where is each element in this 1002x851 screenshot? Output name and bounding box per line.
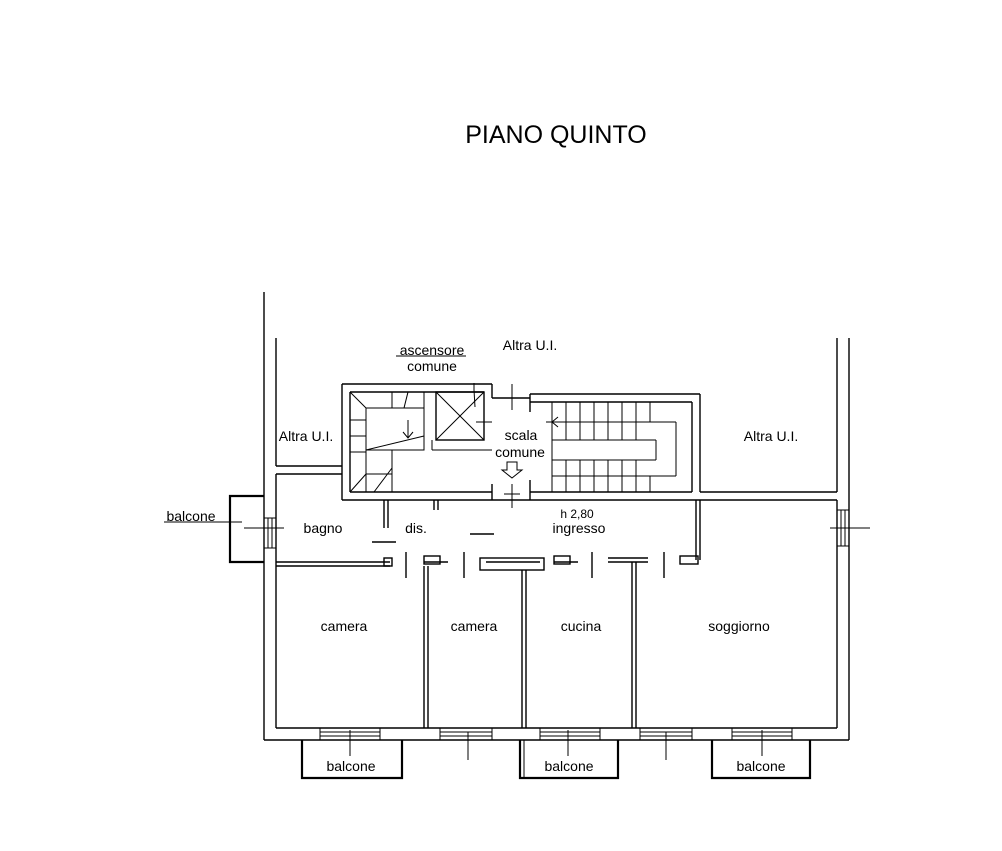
label-altra-top: Altra U.I. [503, 337, 557, 353]
label-soggiorno: soggiorno [708, 618, 770, 634]
entry-arrow [500, 384, 524, 508]
label-bagno: bagno [304, 520, 343, 536]
interior-walls [276, 500, 701, 728]
windows [244, 509, 870, 760]
label-height: h 2,80 [560, 507, 594, 521]
label-ascensore-comune: comune [407, 358, 457, 374]
left-staircase [349, 391, 425, 493]
balconies [164, 494, 812, 780]
label-altra-right: Altra U.I. [744, 428, 798, 444]
label-camera-2: camera [451, 618, 498, 634]
label-camera-1: camera [321, 618, 368, 634]
main-staircase [546, 402, 677, 492]
label-dis: dis. [405, 520, 427, 536]
room-labels: Altra U.I. Altra U.I. Altra U.I. ascenso… [166, 337, 798, 774]
label-balcone-3: balcone [736, 758, 785, 774]
label-scala: scala [505, 427, 538, 443]
label-cucina: cucina [561, 618, 602, 634]
label-scala-comune: comune [495, 444, 545, 460]
label-balcone-1: balcone [326, 758, 375, 774]
label-altra-left: Altra U.I. [279, 428, 333, 444]
label-balcone-left: balcone [166, 508, 215, 524]
label-ascensore: ascensore [400, 342, 465, 358]
plan-title: PIANO QUINTO [465, 121, 647, 149]
label-balcone-2: balcone [544, 758, 593, 774]
label-ingresso: ingresso [553, 520, 606, 536]
building-outline [263, 292, 850, 741]
elevator-shaft [431, 383, 492, 451]
